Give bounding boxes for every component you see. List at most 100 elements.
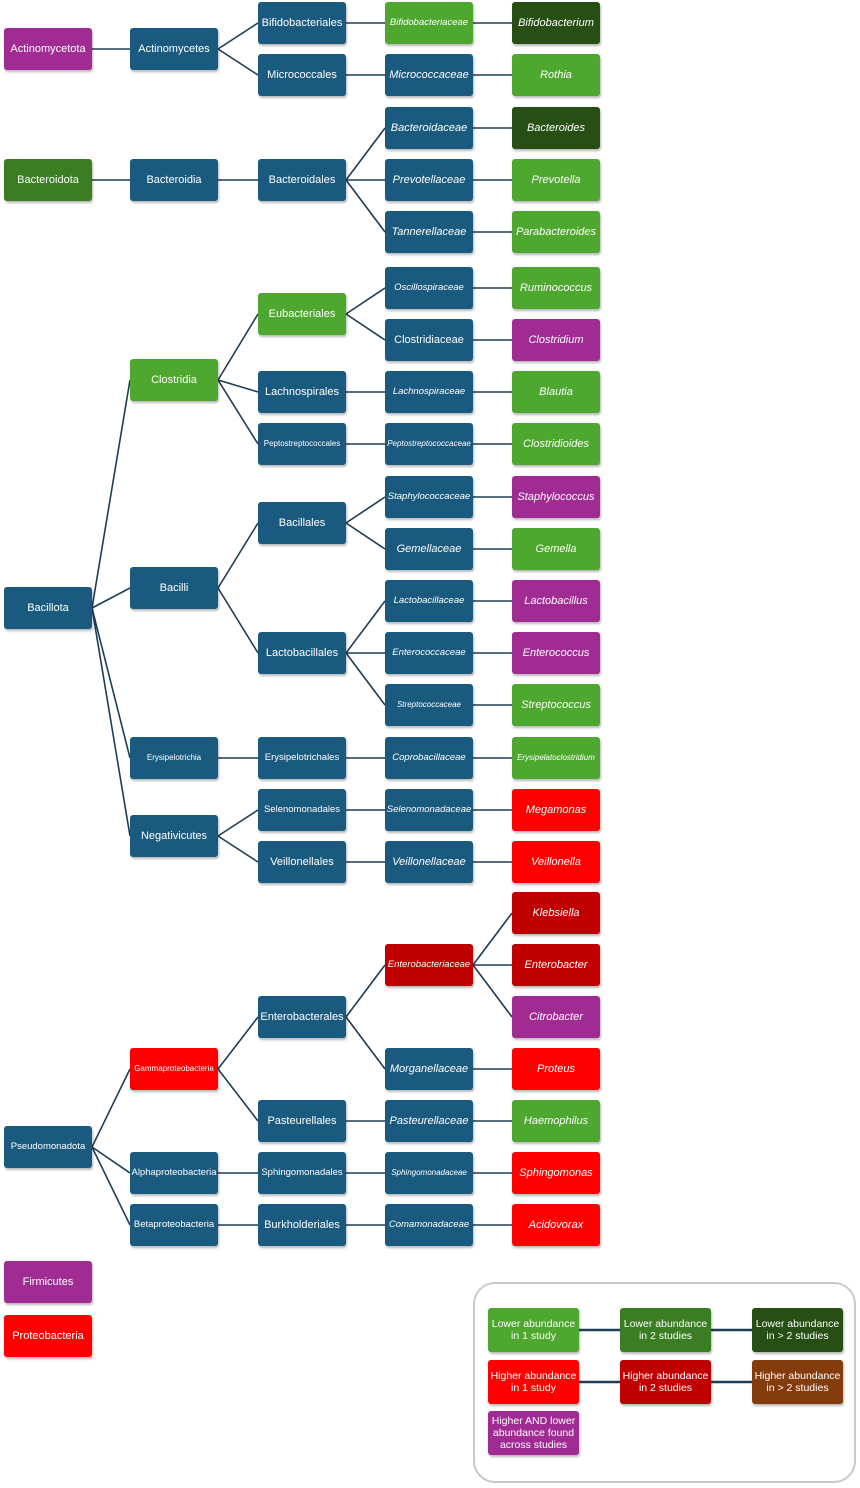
node-enterococcus: Enterococcus bbox=[512, 632, 600, 674]
node-gammaproteobacteria: Gammaproteobacteria bbox=[130, 1048, 218, 1090]
edge-bacteroidales-tannerellaceae bbox=[345, 179, 386, 233]
node-enterobacterales: Enterobacterales bbox=[258, 996, 346, 1038]
edge-actinomycetes-micrococcales bbox=[217, 48, 259, 76]
node-bacteroides: Bacteroides bbox=[512, 107, 600, 149]
node-selenomonadales: Selenomonadales bbox=[258, 789, 346, 831]
node-bifidobacteriaceae: Bifidobacteriaceae bbox=[385, 2, 473, 44]
legend-lower_2: Lower abundance in 2 studies bbox=[620, 1308, 711, 1352]
edge-pseudomonadota-betaproteobacteria bbox=[91, 1146, 131, 1226]
node-bacillales: Bacillales bbox=[258, 502, 346, 544]
node-clostridium: Clostridium bbox=[512, 319, 600, 361]
node-peptostreptococcaceae: Peptostreptococcaceae bbox=[385, 423, 473, 465]
node-enterococcaceae: Enterococcaceae bbox=[385, 632, 473, 674]
edge-bacillota-erysipelotrichia bbox=[91, 607, 131, 759]
node-staphylococcus: Staphylococcus bbox=[512, 476, 600, 518]
edge-bacilli-bacillales bbox=[217, 522, 259, 589]
node-alphaproteobacteria: Alphaproteobacteria bbox=[130, 1152, 218, 1194]
node-bacteroidota: Bacteroidota bbox=[4, 159, 92, 201]
node-micrococcales: Micrococcales bbox=[258, 54, 346, 96]
node-burkholderiales: Burkholderiales bbox=[258, 1204, 346, 1246]
node-proteobacteria: Proteobacteria bbox=[4, 1315, 92, 1357]
node-morganellaceae: Morganellaceae bbox=[385, 1048, 473, 1090]
node-negativicutes: Negativicutes bbox=[130, 815, 218, 857]
legend-higher_2: Higher abundance in 2 studies bbox=[620, 1360, 711, 1404]
node-lactobacillus: Lactobacillus bbox=[512, 580, 600, 622]
edge-clostridia-eubacteriales bbox=[217, 313, 259, 381]
node-streptococcus: Streptococcus bbox=[512, 684, 600, 726]
node-bacillota: Bacillota bbox=[4, 587, 92, 629]
node-bacteroidia: Bacteroidia bbox=[130, 159, 218, 201]
edge-gammaproteobacteria-pasteurellales bbox=[217, 1068, 259, 1122]
node-coprobacillaceae: Coprobacillaceae bbox=[385, 737, 473, 779]
node-clostridia: Clostridia bbox=[130, 359, 218, 401]
node-peptostreptococcales: Peptostreptococcales bbox=[258, 423, 346, 465]
node-citrobacter: Citrobacter bbox=[512, 996, 600, 1038]
edge-clostridia-lachnospirales bbox=[217, 379, 259, 393]
edge-bacteroidales-bacteroidaceae bbox=[345, 127, 386, 181]
node-clostridioides: Clostridioides bbox=[512, 423, 600, 465]
edge-enterobacteriaceae-citrobacter bbox=[472, 964, 513, 1018]
node-erysipelatoclostridium: Erysipelatoclostridium bbox=[512, 737, 600, 779]
edge-actinomycetes-bifidobacteriales bbox=[217, 22, 259, 50]
node-ruminococcus: Ruminococcus bbox=[512, 267, 600, 309]
edge-lactobacillales-streptococcaceae bbox=[345, 652, 386, 706]
node-proteus: Proteus bbox=[512, 1048, 600, 1090]
node-enterobacteriaceae: Enterobacteriaceae bbox=[385, 944, 473, 986]
legend-lower_1: Lower abundance in 1 study bbox=[488, 1308, 579, 1352]
node-firmicutes: Firmicutes bbox=[4, 1261, 92, 1303]
node-staphylococcaceae: Staphylococcaceae bbox=[385, 476, 473, 518]
node-betaproteobacteria: Betaproteobacteria bbox=[130, 1204, 218, 1246]
node-prevotella: Prevotella bbox=[512, 159, 600, 201]
node-actinomycetes: Actinomycetes bbox=[130, 28, 218, 70]
node-lachnospiraceae: Lachnospiraceae bbox=[385, 371, 473, 413]
node-pasteurellaceae: Pasteurellaceae bbox=[385, 1100, 473, 1142]
node-actinomycetota: Actinomycetota bbox=[4, 28, 92, 70]
node-enterobacter: Enterobacter bbox=[512, 944, 600, 986]
node-rothia: Rothia bbox=[512, 54, 600, 96]
legend-higher_3: Higher abundance in > 2 studies bbox=[752, 1360, 843, 1404]
node-pseudomonadota: Pseudomonadota bbox=[4, 1126, 92, 1168]
edge-enterobacterales-enterobacteriaceae bbox=[345, 964, 386, 1018]
edge-negativicutes-veillonellales bbox=[217, 835, 259, 863]
node-sphingomonas: Sphingomonas bbox=[512, 1152, 600, 1194]
node-prevotellaceae: Prevotellaceae bbox=[385, 159, 473, 201]
node-gemellaceae: Gemellaceae bbox=[385, 528, 473, 570]
legend-mixed: Higher AND lower abundance found across … bbox=[488, 1411, 579, 1455]
edge-bacillales-staphylococcaceae bbox=[345, 496, 386, 524]
legend-lower_3: Lower abundance in > 2 studies bbox=[752, 1308, 843, 1352]
edge-bacillales-gemellaceae bbox=[345, 522, 386, 550]
node-bacteroidaceae: Bacteroidaceae bbox=[385, 107, 473, 149]
node-oscillospiraceae: Oscillospiraceae bbox=[385, 267, 473, 309]
node-gemella: Gemella bbox=[512, 528, 600, 570]
edge-bacillota-bacilli bbox=[91, 587, 131, 609]
node-erysipelotrichales: Erysipelotrichales bbox=[258, 737, 346, 779]
edge-pseudomonadota-gammaproteobacteria bbox=[91, 1068, 131, 1148]
legend-higher_1: Higher abundance in 1 study bbox=[488, 1360, 579, 1404]
node-sphingomonadaceae: Sphingomonadaceae bbox=[385, 1152, 473, 1194]
node-bifidobacterium: Bifidobacterium bbox=[512, 2, 600, 44]
node-sphingomonadales: Sphingomonadales bbox=[258, 1152, 346, 1194]
node-micrococcaceae: Micrococcaceae bbox=[385, 54, 473, 96]
node-tannerellaceae: Tannerellaceae bbox=[385, 211, 473, 253]
node-acidovorax: Acidovorax bbox=[512, 1204, 600, 1246]
edge-pseudomonadota-alphaproteobacteria bbox=[91, 1146, 131, 1174]
edge-bacillota-clostridia bbox=[91, 379, 131, 609]
node-streptococcaceae: Streptococcaceae bbox=[385, 684, 473, 726]
node-parabacteroides: Parabacteroides bbox=[512, 211, 600, 253]
edge-eubacteriales-oscillospiraceae bbox=[345, 287, 386, 315]
node-erysipelotrichia: Erysipelotrichia bbox=[130, 737, 218, 779]
node-klebsiella: Klebsiella bbox=[512, 892, 600, 934]
edge-negativicutes-selenomonadales bbox=[217, 809, 259, 837]
edge-bacilli-lactobacillales bbox=[217, 587, 259, 654]
node-veillonellaceae: Veillonellaceae bbox=[385, 841, 473, 883]
node-lachnospirales: Lachnospirales bbox=[258, 371, 346, 413]
node-selenomonadaceae: Selenomonadaceae bbox=[385, 789, 473, 831]
edge-lactobacillales-lactobacillaceae bbox=[345, 600, 386, 654]
node-bacteroidales: Bacteroidales bbox=[258, 159, 346, 201]
edge-enterobacteriaceae-klebsiella bbox=[472, 912, 513, 966]
node-haemophilus: Haemophilus bbox=[512, 1100, 600, 1142]
edge-clostridia-peptostreptococcales bbox=[217, 379, 259, 445]
edge-gammaproteobacteria-enterobacterales bbox=[217, 1016, 259, 1070]
